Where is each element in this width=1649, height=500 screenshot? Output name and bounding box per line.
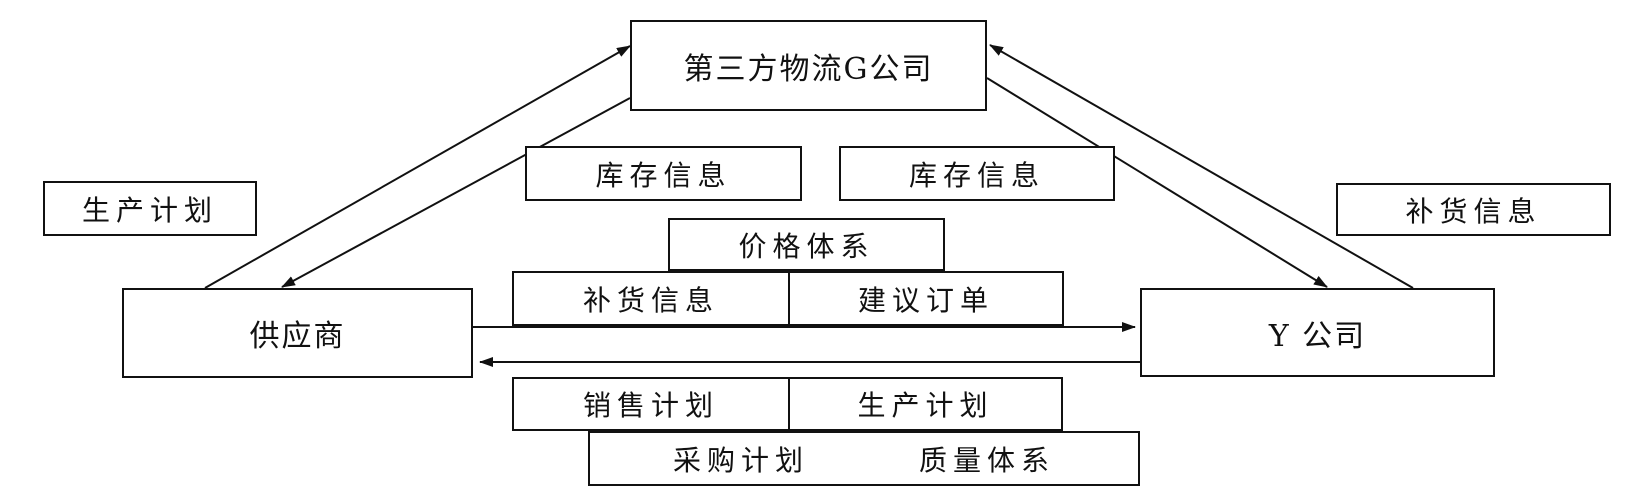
- label-replenish-info-mid: 补货信息: [512, 271, 790, 326]
- label-sales-plan: 销售计划: [512, 377, 790, 431]
- label-production-plan-left: 生产计划: [43, 181, 257, 236]
- company-y-label: Y 公司: [1268, 318, 1367, 354]
- logistics-company-node: 第三方物流G公司: [630, 20, 987, 111]
- arrow-logistics-to-supplier: [281, 97, 631, 288]
- arrow-logistics-to-y: [986, 77, 1328, 288]
- supplier-node: 供应商: [122, 288, 473, 378]
- label-quality-system: 质量体系: [918, 443, 1055, 477]
- label-replenish-info-right: 补货信息: [1336, 183, 1611, 236]
- logistics-company-label: 第三方物流G公司: [683, 51, 934, 87]
- label-purchase-quality: 采购计划 质量体系: [588, 431, 1140, 486]
- company-y-node: Y 公司: [1140, 288, 1495, 377]
- label-purchase-plan: 采购计划: [672, 443, 809, 477]
- label-inventory-info-right: 库存信息: [839, 146, 1115, 201]
- label-production-plan-mid: 生产计划: [788, 377, 1063, 431]
- arrow-supplier-to-logistics: [204, 45, 631, 289]
- label-inventory-info-left: 库存信息: [525, 146, 802, 201]
- label-suggested-order: 建议订单: [788, 271, 1064, 326]
- supplier-label: 供应商: [249, 319, 346, 354]
- label-price-system: 价格体系: [668, 218, 945, 271]
- arrow-y-to-logistics: [989, 44, 1414, 289]
